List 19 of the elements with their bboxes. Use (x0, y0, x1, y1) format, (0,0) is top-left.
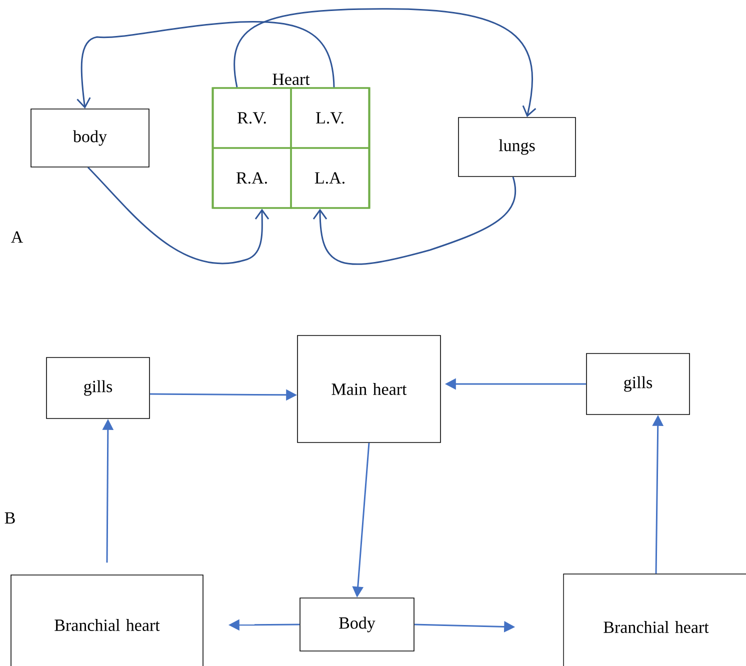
arrow (87, 166, 270, 264)
chamber-cell: R.V. (212, 87, 292, 149)
organ-box: gills (586, 353, 690, 415)
panel-label: B (4, 512, 15, 524)
organ-box: Main heart (297, 335, 441, 443)
node-label: Heart (272, 74, 310, 86)
chamber-cell: L.V. (290, 87, 370, 149)
organ-box: body (30, 108, 150, 168)
organ-box: Branchial heart (563, 574, 746, 666)
organ-box: gills (46, 357, 150, 419)
arrow (76, 21, 335, 109)
chamber-cell: R.A. (212, 147, 292, 209)
organ-box: lungs (458, 117, 576, 177)
arrow (312, 176, 516, 265)
organ-box: Body (300, 598, 414, 652)
organ-box: Branchial heart (10, 574, 204, 666)
chamber-cell: L.A. (290, 147, 370, 209)
arrow (234, 8, 536, 118)
panel-label: A (11, 231, 24, 243)
